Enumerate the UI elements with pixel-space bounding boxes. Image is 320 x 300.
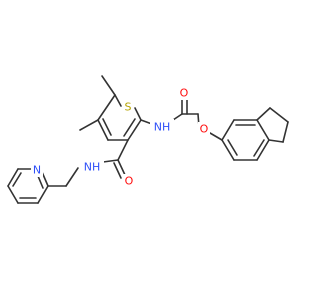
amide-oxygen-1: O <box>123 174 135 188</box>
amide-nh-1: NH <box>80 155 104 180</box>
bond <box>7 168 19 187</box>
bond <box>12 172 22 187</box>
bond <box>134 107 142 121</box>
bond <box>65 167 79 187</box>
ether-oxygen: O <box>198 122 210 136</box>
bond <box>227 139 238 156</box>
bond <box>117 139 129 161</box>
sulfur-label: S <box>125 101 132 114</box>
bond <box>282 121 289 143</box>
oxygen-label: O <box>180 87 189 100</box>
amide-nh-label: NH <box>154 121 171 134</box>
bond <box>221 119 235 141</box>
bond <box>37 185 49 204</box>
amide-oxygen-2: O <box>178 86 190 100</box>
bond <box>79 119 99 131</box>
nitrogen-label: N <box>33 164 41 177</box>
bond <box>117 159 126 176</box>
bonds <box>7 75 289 204</box>
bond <box>256 119 270 141</box>
bond <box>113 162 122 179</box>
bond <box>127 119 142 141</box>
oxygen-label: O <box>125 175 134 188</box>
molecule-structure: S O NH NH O O N <box>7 75 289 204</box>
bond <box>97 119 109 141</box>
bond <box>269 107 289 123</box>
bond <box>101 75 116 96</box>
bond <box>114 94 122 107</box>
bond <box>268 139 284 143</box>
pyridine-nitrogen: N <box>31 163 43 177</box>
bond <box>256 139 270 161</box>
bond <box>209 132 223 141</box>
oxygen-label: O <box>200 123 209 136</box>
bond <box>97 94 116 121</box>
bond <box>102 118 112 136</box>
atom-labels: S O NH NH O O N <box>31 86 210 188</box>
bond <box>253 139 265 157</box>
bond <box>7 185 19 204</box>
bond <box>123 118 136 137</box>
bond <box>37 175 44 189</box>
bond <box>221 139 235 161</box>
bond <box>102 159 119 163</box>
amide-nh-2: NH <box>150 119 174 141</box>
amide-nh-label: NH <box>84 161 101 174</box>
thiophene-sulfur: S <box>122 100 134 114</box>
bond <box>256 107 271 121</box>
